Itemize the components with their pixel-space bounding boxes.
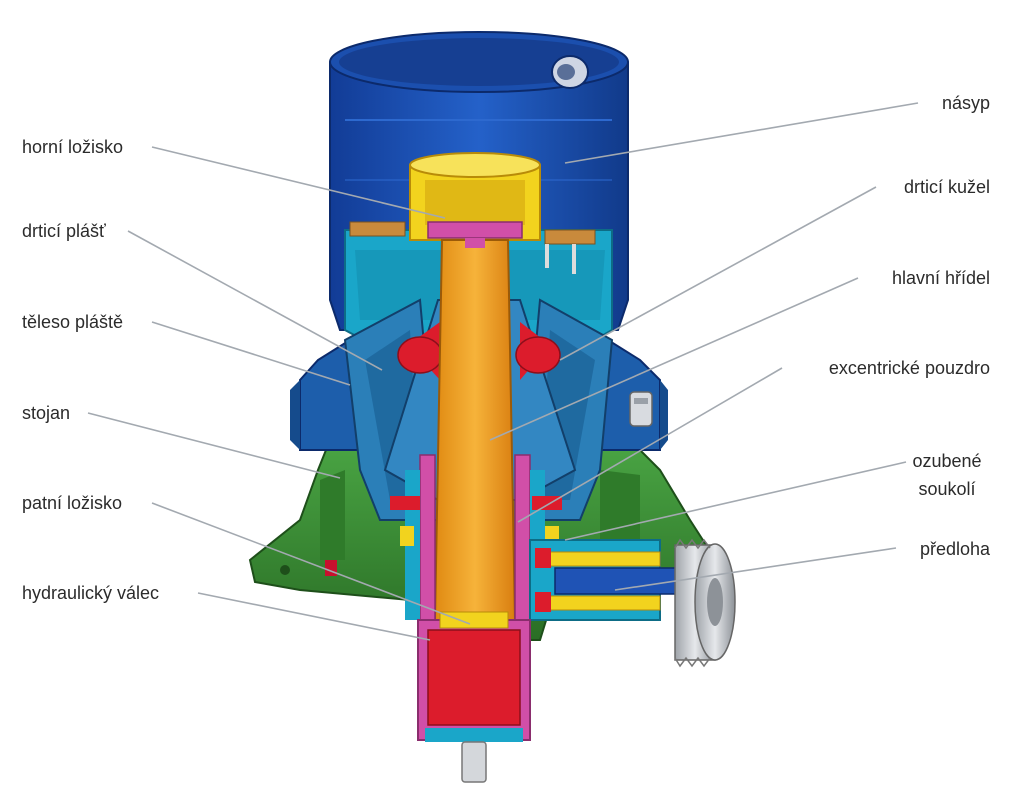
leader-hydraulicky-valec [197,592,431,641]
countershaft-predloha [529,538,736,668]
label-soukoli: soukolí [918,479,976,499]
label-drtici-kuzel: drticí kužel [903,177,990,197]
top-bearing [349,152,596,274]
leader-patni-lozisko [151,502,471,625]
label-hydraulicky-valec: hydraulický válec [22,583,160,603]
label-horni-lozisko: horní ložisko [22,137,124,157]
label-hlavni-hridel: hlavní hřídel [891,268,990,288]
leader-ozubene-soukoli [564,461,907,541]
label-nasyp: násyp [941,93,990,113]
label-stojan: stojan [22,403,71,423]
label-excentricke-pouzdro: excentrické pouzdro [828,358,990,378]
label-predloha: předloha [919,539,990,559]
leader-drtici-kuzel [559,186,877,361]
main-shaft [433,238,517,621]
leader-predloha [614,547,897,591]
leader-hlavni-hridel [489,277,859,441]
leader-lines [87,102,919,641]
hydraulic-cylinder [417,611,531,783]
leader-nasyp [564,102,919,164]
leader-drtici-plast [127,230,383,371]
leader-horni-lozisko [151,146,446,219]
label-drtici-plast: drticí plášť [22,221,106,241]
label-teleso-plaste: těleso pláště [22,312,124,332]
leader-excentricke-pouzdro [517,367,783,523]
leader-stojan [87,412,341,479]
label-ozubene: ozubené [912,451,982,471]
leader-teleso-plaste [151,321,351,386]
label-patni-lozisko: patní ložisko [22,493,123,513]
